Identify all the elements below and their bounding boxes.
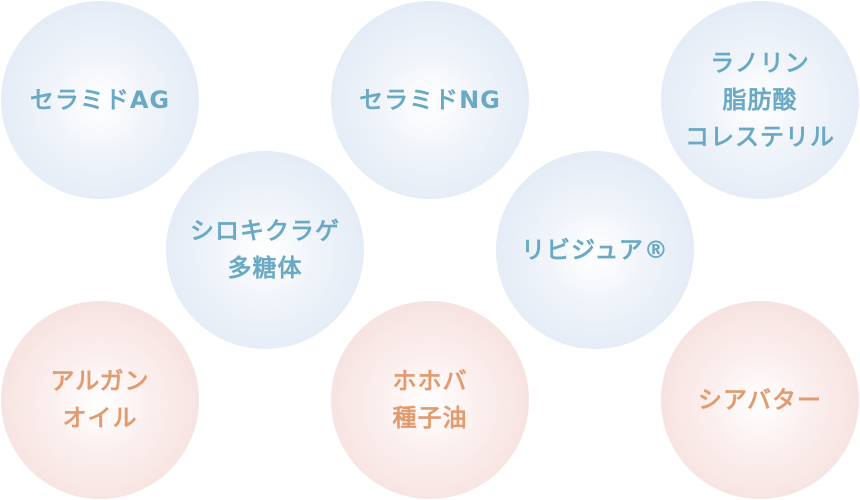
bubble-shea-butter: シアバター [661,301,859,499]
bubble-label: アルガン オイル [50,367,150,432]
bubble-label: リビジュア® [521,235,669,264]
bubble-label: ホホバ 種子油 [392,367,468,432]
bubble-label: シアバター [697,385,823,414]
bubble-lanolin-fatty-acid-cholesteryl: ラノリン 脂肪酸 コレステリル [661,1,859,199]
bubble-label: セラミドNG [359,85,501,114]
bubble-ceramide-ng: セラミドNG [331,1,529,199]
bubble-jojoba-seed-oil: ホホバ 種子油 [331,301,529,499]
bubble-ceramide-ag: セラミドAG [1,1,199,199]
bubble-argan-oil: アルガン オイル [1,301,199,499]
bubble-label: ラノリン 脂肪酸 コレステリル [685,48,835,151]
bubble-lipidure: リビジュア® [496,151,694,349]
bubble-tremella-polysaccharide: シロキクラゲ 多糖体 [166,151,364,349]
bubble-label: シロキクラゲ 多糖体 [190,217,340,282]
bubble-label: セラミドAG [29,85,171,114]
